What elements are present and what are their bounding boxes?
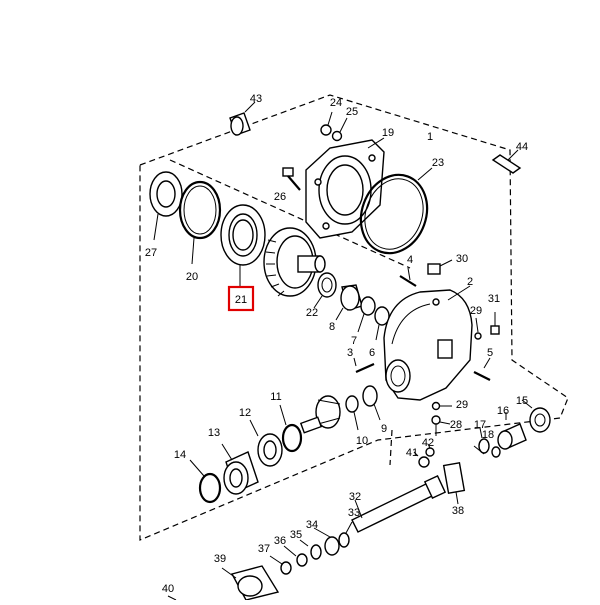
part-7-spacer [357, 296, 376, 333]
part-label-31: 31 [488, 293, 500, 305]
part-33-washer [338, 521, 353, 548]
part-3-stud [353, 357, 375, 374]
part-label-23: 23 [432, 157, 444, 169]
part-40-bolt [167, 595, 177, 601]
part-41-washer [413, 451, 430, 468]
part-label-3: 3 [347, 347, 353, 359]
part-label-29: 29 [470, 305, 482, 317]
part-label-28: 28 [450, 419, 462, 431]
part-label-18: 18 [482, 429, 494, 441]
part-label-5: 5 [487, 347, 493, 359]
part-9-washer [362, 385, 381, 421]
part-37-ring [269, 555, 292, 575]
part-label-16: 16 [497, 405, 509, 417]
part-label-37: 37 [258, 543, 270, 555]
part-34-seal [313, 527, 340, 556]
part-label-36: 36 [274, 535, 286, 547]
part-35-spacer [299, 539, 322, 560]
part-32-drive-shaft [351, 474, 447, 533]
part-13-housing [221, 443, 259, 495]
part-label-11: 11 [270, 391, 281, 403]
part-label-19: 19 [382, 127, 394, 139]
part-label-38: 38 [452, 505, 464, 517]
part-31-bolt [490, 312, 500, 335]
ring-gear [263, 227, 326, 297]
part-label-26: 26 [274, 191, 286, 203]
part-label-40: 40 [162, 583, 174, 595]
part-36-washer [283, 545, 308, 567]
part-label-1: 1 [427, 131, 433, 143]
part-8-bearing [335, 284, 363, 321]
highlight-box [227, 285, 255, 312]
part-24-nut [320, 111, 333, 136]
part-44-cap [491, 149, 522, 174]
part-2-gear-case [383, 285, 473, 401]
part-number-labels: 1234567891011121314151617181920212223242… [145, 93, 528, 595]
part-14-oring [189, 459, 222, 504]
part-label-41: 41 [406, 447, 418, 459]
drive-pinion [299, 395, 341, 434]
part-label-44: 44 [516, 141, 528, 153]
part-28-bolt [431, 415, 451, 436]
part-label-14: 14 [174, 449, 186, 461]
part-label-6: 6 [369, 347, 375, 359]
part-4-pin [399, 267, 417, 287]
part-39-universal-joint [221, 565, 280, 601]
part-42-nut [425, 443, 435, 457]
part-5-bolt [473, 357, 491, 381]
part-label-21: 21 [235, 294, 247, 306]
part-26-bolt [282, 167, 301, 191]
part-20-oring [178, 180, 222, 265]
part-label-2: 2 [467, 276, 473, 288]
part-21-bearing [220, 204, 266, 288]
part-label-17: 17 [474, 419, 486, 431]
part-18-washer [473, 445, 501, 458]
part-label-25: 25 [346, 106, 358, 118]
part-43-bushing [229, 101, 256, 136]
part-16-sleeve [497, 412, 527, 450]
part-30-plug [427, 259, 453, 275]
part-label-43: 43 [250, 93, 262, 105]
part-10-washer [345, 395, 359, 431]
part-label-24: 24 [330, 97, 342, 109]
part-23-oring [359, 167, 433, 255]
part-25-washer [331, 117, 348, 142]
part-label-20: 20 [186, 271, 198, 283]
part-label-27: 27 [145, 247, 157, 259]
part-label-35: 35 [290, 529, 302, 541]
part-label-7: 7 [351, 335, 357, 347]
part-17-spacer [478, 427, 490, 454]
part-29-washer-lower [431, 401, 452, 411]
part-label-12: 12 [239, 407, 251, 419]
part-label-9: 9 [381, 423, 387, 435]
part-label-39: 39 [214, 553, 226, 565]
part-12-bearing [249, 419, 283, 467]
assembly-outline [139, 94, 569, 541]
part-label-4: 4 [407, 254, 413, 266]
part-label-33: 33 [348, 507, 360, 519]
part-label-8: 8 [329, 321, 335, 333]
part-38-spring [442, 462, 466, 505]
part-label-32: 32 [349, 491, 361, 503]
part-label-15: 15 [516, 395, 528, 407]
part-label-29: 29 [456, 399, 468, 411]
part-19-retainer [305, 137, 385, 239]
part-label-42: 42 [422, 437, 434, 449]
part-11-oring [279, 404, 303, 453]
part-label-13: 13 [208, 427, 220, 439]
part-15-seal [521, 399, 551, 433]
part-27-seal [149, 171, 183, 241]
part-label-22: 22 [306, 307, 318, 319]
part-label-30: 30 [456, 253, 468, 265]
part-label-10: 10 [356, 435, 368, 447]
part-label-34: 34 [306, 519, 318, 531]
part-22-shim [313, 272, 337, 309]
part-29-washer [474, 317, 482, 340]
